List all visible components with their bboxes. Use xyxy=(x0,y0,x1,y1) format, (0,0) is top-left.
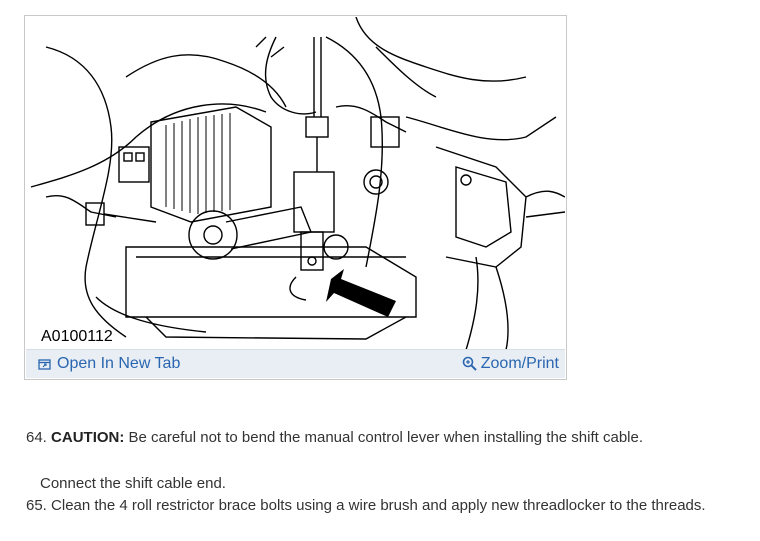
step-64: 64. CAUTION: Be careful not to bend the … xyxy=(26,429,643,446)
magnifier-icon xyxy=(462,356,478,372)
caution-label: CAUTION: xyxy=(51,429,125,446)
figure-container: A0100112 Open In New Tab Zoom/Print xyxy=(24,15,567,380)
step-text: Be careful not to bend the manual contro… xyxy=(128,429,644,446)
open-in-new-tab-icon xyxy=(38,358,51,371)
figure-caption: A0100112 xyxy=(41,328,113,345)
transmission-diagram xyxy=(30,17,565,350)
zoom-print-link[interactable]: Zoom/Print xyxy=(462,355,559,373)
zoom-print-label: Zoom/Print xyxy=(480,355,559,372)
step-number: 65. xyxy=(26,497,47,514)
open-in-new-tab-label: Open In New Tab xyxy=(57,355,181,372)
step-64-substep: Connect the shift cable end. xyxy=(40,475,226,492)
step-text: Clean the 4 roll restrictor brace bolts … xyxy=(51,497,706,514)
figure-toolbar: Open In New Tab Zoom/Print xyxy=(26,349,565,378)
open-in-new-tab-link[interactable]: Open In New Tab xyxy=(38,355,180,373)
step-number: 64. xyxy=(26,429,47,446)
step-65: 65. Clean the 4 roll restrictor brace bo… xyxy=(26,497,706,514)
